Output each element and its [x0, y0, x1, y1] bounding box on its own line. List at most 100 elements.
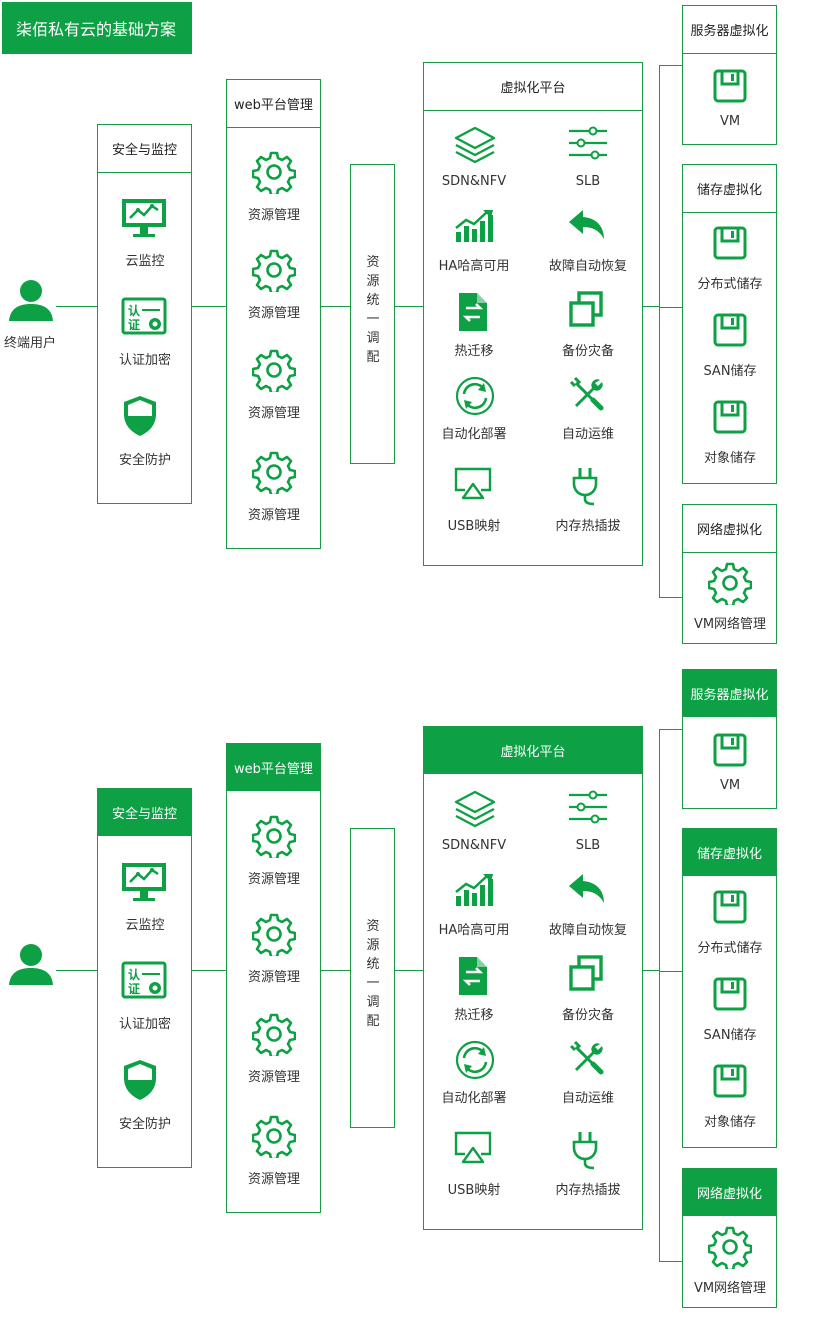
server-virtualization-box: 服务器虚拟化 [682, 5, 777, 145]
page-title: 柒佰私有云的基础方案 [2, 2, 192, 54]
platform-item-memory-hotplug: 内存热插拔 [555, 519, 621, 534]
gear-icon [251, 1114, 297, 1162]
storage-item-object: 对象储存 [703, 1115, 756, 1130]
connector-line [191, 970, 227, 971]
server-virtualization-box: 服务器虚拟化 [682, 669, 777, 809]
server-item-vm: VM [719, 114, 741, 129]
resource-dispatch-box [350, 828, 395, 1128]
certificate-icon: 认证 [120, 960, 168, 1004]
storage-item-san: SAN储存 [703, 364, 757, 379]
platform-item-backup: 备份灾备 [561, 1008, 614, 1023]
storage-item-object: 对象储存 [703, 451, 756, 466]
gear-icon [251, 1012, 297, 1060]
connector-line [56, 970, 98, 971]
network-virtualization-box-header: 网络虚拟化 [683, 505, 776, 553]
disk-icon [712, 732, 748, 772]
migrate-icon [453, 954, 493, 1002]
storage-item-distributed: 分布式储存 [697, 277, 763, 292]
svg-text:认: 认 [128, 303, 141, 318]
storage-virtualization-box-header: 储存虚拟化 [683, 165, 776, 213]
growth-chart-icon [453, 872, 497, 912]
disk-icon [712, 889, 748, 929]
platform-item-hot-migration: 热迁移 [454, 344, 494, 359]
connector-line [56, 306, 98, 307]
web-item-resource-management: 资源管理 [247, 872, 300, 887]
virtualization-platform-box-header: 虚拟化平台 [424, 727, 642, 774]
gear-icon [251, 450, 297, 498]
gear-icon [251, 150, 297, 198]
network-virtualization-box: 网络虚拟化 [682, 504, 777, 644]
gear-icon [707, 1225, 753, 1273]
sliders-icon [567, 789, 609, 829]
web-item-resource-management: 资源管理 [247, 406, 300, 421]
web-item-resource-management: 资源管理 [247, 306, 300, 321]
connector-line [642, 970, 660, 971]
security-monitoring-box-header: 安全与监控 [98, 789, 191, 836]
connector-line [394, 306, 424, 307]
connector-line [659, 971, 683, 972]
platform-item-auto-deploy: 自动化部署 [441, 427, 507, 442]
disk-icon [712, 225, 748, 265]
web-platform-box: web平台管理 [226, 79, 321, 549]
platform-item-slb: SLB [575, 174, 601, 189]
connector-line [659, 307, 683, 308]
network-virtualization-box-header: 网络虚拟化 [683, 1169, 776, 1216]
platform-item-auto-ops: 自动运维 [561, 427, 614, 442]
monitor-icon [120, 861, 168, 907]
platform-item-auto-ops: 自动运维 [561, 1091, 614, 1106]
connector-line [659, 729, 683, 730]
svg-text:证: 证 [128, 318, 140, 332]
user-icon [6, 275, 56, 329]
platform-item-hot-migration: 热迁移 [454, 1008, 494, 1023]
web-item-resource-management: 资源管理 [247, 1070, 300, 1085]
storage-item-distributed: 分布式储存 [697, 941, 763, 956]
page-title-text: 柒佰私有云的基础方案 [16, 20, 177, 39]
storage-item-san: SAN储存 [703, 1028, 757, 1043]
platform-item-sdn-nfv: SDN&NFV [441, 838, 507, 853]
platform-item-slb: SLB [575, 838, 601, 853]
platform-item-auto-deploy: 自动化部署 [441, 1091, 507, 1106]
platform-item-memory-hotplug: 内存热插拔 [555, 1183, 621, 1198]
network-virtualization-box: 网络虚拟化 [682, 1168, 777, 1308]
cycle-icon [453, 374, 497, 422]
user-icon [6, 939, 56, 993]
connector-line [320, 306, 351, 307]
platform-item-backup: 备份灾备 [561, 344, 614, 359]
server-virtualization-box-header: 服务器虚拟化 [683, 670, 776, 717]
security-monitoring-box-header: 安全与监控 [98, 125, 191, 173]
growth-chart-icon [453, 208, 497, 248]
platform-item-auto-recovery: 故障自动恢复 [548, 259, 627, 274]
disk-icon [712, 312, 748, 352]
tools-icon [567, 1038, 607, 1082]
shield-icon [120, 394, 160, 442]
platform-item-usb-mapping: USB映射 [447, 519, 501, 534]
gear-icon [251, 912, 297, 960]
web-platform-box-header: web平台管理 [227, 744, 320, 791]
security-item-cloud-monitor: 云监控 [125, 918, 165, 933]
gear-icon [251, 248, 297, 296]
resource-dispatch-box [350, 164, 395, 464]
svg-text:认: 认 [128, 967, 141, 982]
cast-icon [453, 466, 493, 506]
web-item-resource-management: 资源管理 [247, 1172, 300, 1187]
cycle-icon [453, 1038, 497, 1086]
undo-arrow-icon [567, 208, 607, 246]
platform-item-ha: HA哈高可用 [438, 923, 510, 938]
security-item-protection: 安全防护 [118, 1117, 171, 1132]
layers-icon [453, 125, 497, 171]
web-platform-box-header: web平台管理 [227, 80, 320, 128]
connector-line [659, 65, 660, 598]
disk-icon [712, 1063, 748, 1103]
platform-item-sdn-nfv: SDN&NFV [441, 174, 507, 189]
layers-icon [453, 789, 497, 835]
gear-icon [251, 348, 297, 396]
security-item-protection: 安全防护 [118, 453, 171, 468]
virtualization-platform-box-header: 虚拟化平台 [424, 63, 642, 111]
connector-line [659, 1261, 683, 1262]
connector-line [659, 65, 683, 66]
storage-virtualization-box-header: 储存虚拟化 [683, 829, 776, 876]
disk-icon [712, 399, 748, 439]
disk-icon [712, 976, 748, 1016]
tools-icon [567, 374, 607, 418]
server-virtualization-box-header: 服务器虚拟化 [683, 6, 776, 54]
